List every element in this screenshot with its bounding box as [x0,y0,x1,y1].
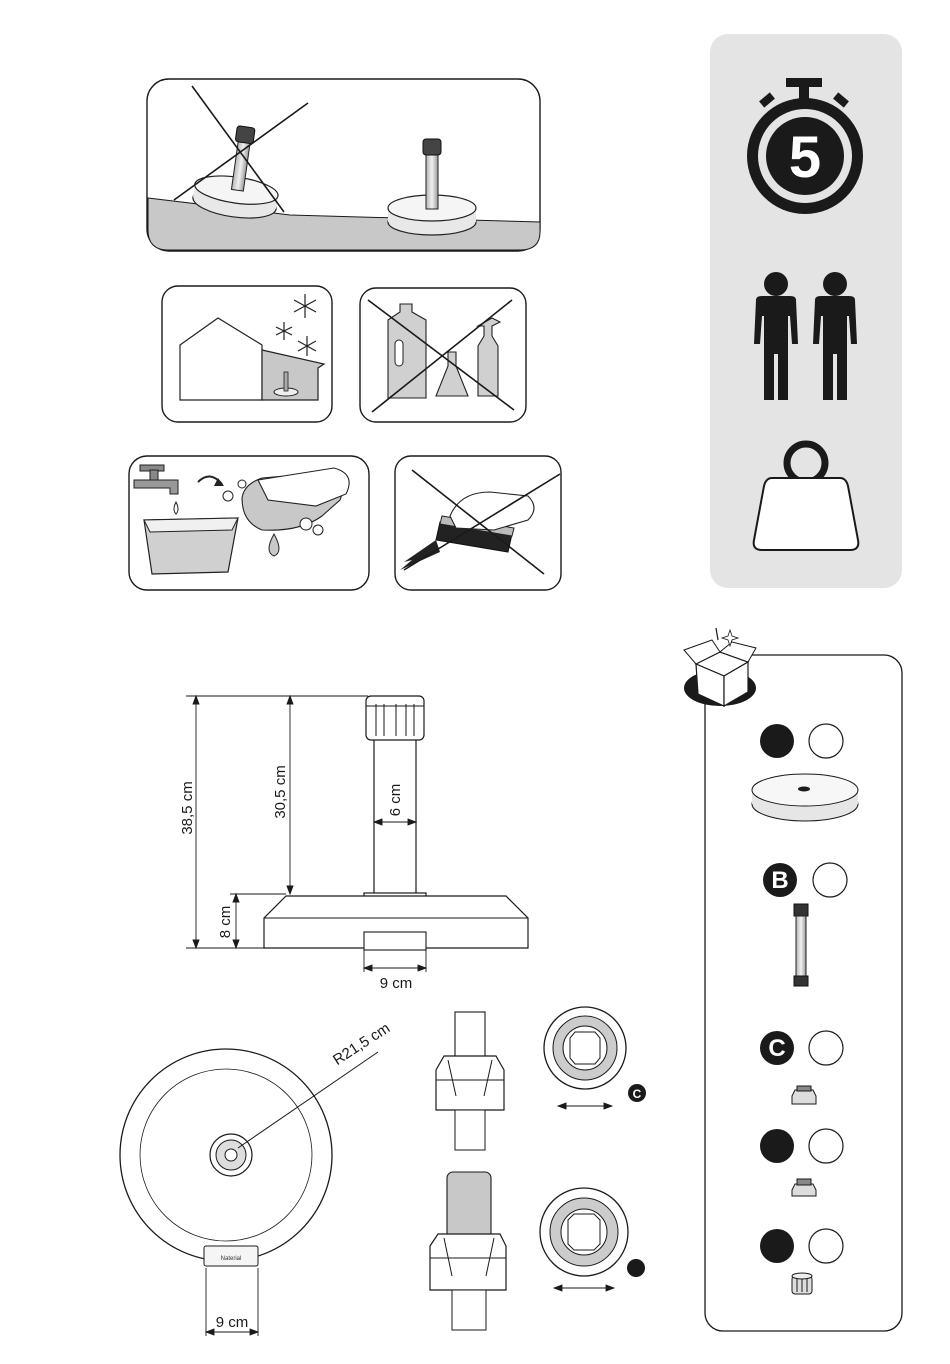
tube-diameter-label: 6 cm [387,784,404,817]
tube-height-label: 30,5 cm [272,765,289,818]
handle-width-label: 9 cm [216,1314,249,1331]
info-side-panel: 5 [710,34,902,588]
base-height-label: 8 cm [217,906,234,939]
adapter-detail-lower [430,1172,645,1330]
callout-c: C [633,1087,642,1101]
part-letter-b: B [771,867,788,894]
part-letter-c: C [768,1035,785,1062]
parts-list-panel: B C [684,628,902,1331]
elevation-drawing: 38,5 cm 30,5 cm 6 cm 8 cm 9 cm [179,696,528,992]
brand-mark: Naterial [221,1256,242,1262]
time-value: 5 [789,125,821,190]
radius-label: R21,5 cm [330,1020,393,1069]
socket-width-label: 9 cm [380,975,413,992]
clean-with-water-panel [129,456,369,590]
callout-dot [627,1259,645,1277]
open-box-icon [684,628,756,706]
no-abrasives-panel [395,456,561,590]
winter-storage-panel [162,286,332,422]
level-ground-panel [147,79,540,251]
total-height-label: 38,5 cm [179,781,196,834]
adapter-detail-upper: C [436,1007,646,1150]
top-view-drawing: Naterial R21,5 cm 9 cm [120,1020,393,1336]
no-chemicals-panel [360,288,526,422]
